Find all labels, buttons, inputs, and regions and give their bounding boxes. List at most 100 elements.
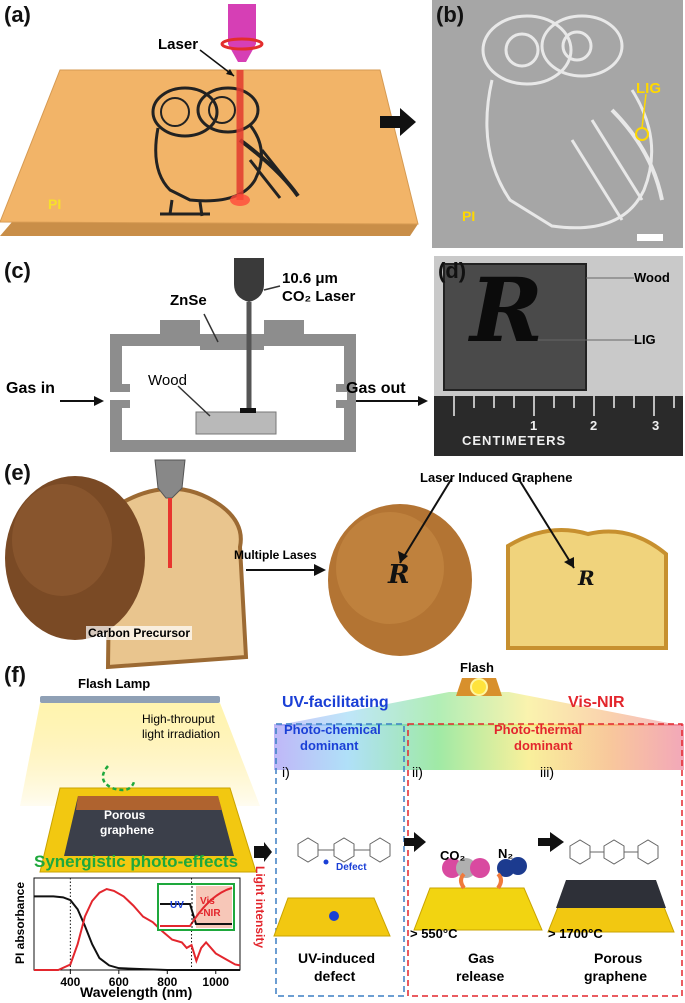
gas-release-film: [413, 887, 543, 931]
co2-label: CO₂: [440, 848, 466, 863]
bread-slice-left: [105, 486, 249, 670]
panel-b-label: (b): [436, 2, 465, 27]
x-tick-label-3: 1000: [202, 975, 229, 989]
laser-spec-line1: 10.6 μm: [282, 270, 338, 287]
inset: [157, 883, 235, 931]
gas-out-label: Gas out: [346, 380, 406, 397]
step-iii-numeral: iii): [540, 764, 554, 780]
step-i-numeral: i): [282, 764, 290, 780]
caption-iii-line2: graphene: [584, 968, 648, 984]
panel-c-chamber-diagram: [60, 258, 428, 452]
multiple-lases-arrow-icon: [246, 564, 326, 576]
arrow-a-to-b-icon: [380, 108, 416, 136]
panel-e-label: (e): [4, 460, 31, 485]
panel-f-right-diagram: [273, 678, 684, 997]
wood-label-c: Wood: [148, 372, 187, 389]
panel-a-label: (a): [4, 2, 31, 27]
owl-pattern: [151, 86, 300, 217]
caption-i-line2: defect: [314, 968, 356, 984]
photothermal-line2: dominant: [514, 738, 573, 753]
caption-i-line1: UV-induced: [298, 950, 376, 966]
wood-label-d: Wood: [634, 270, 670, 285]
laser-label: Laser: [158, 36, 199, 53]
photothermal-line1: Photo-thermal: [494, 722, 583, 737]
lig-label-d: LIG: [634, 332, 656, 347]
ruler-number-2: 2: [590, 418, 598, 433]
series-line-1: [34, 887, 241, 971]
laser-body: [234, 258, 264, 302]
molecule-right: [569, 839, 659, 865]
caption-iii-line1: Porous: [594, 950, 643, 966]
gas-out-arrow-icon: [356, 396, 428, 406]
y-axis-title-left: PI absorbance: [13, 881, 27, 965]
flash-label: Flash: [460, 660, 494, 675]
pi-label-b: PI: [462, 208, 476, 224]
x-tick-label-2: 800: [157, 975, 177, 989]
ruler-number-1: 1: [530, 418, 538, 433]
lig-marker-icon: [635, 93, 649, 141]
bread-slice-right: [506, 528, 668, 650]
defect-mark-label: Defect: [336, 862, 367, 873]
arrow-to-process-icon: [254, 842, 272, 862]
laser-ring: [220, 37, 264, 51]
inset-uv-label: UV: [170, 900, 184, 911]
pi-substrate: [0, 69, 419, 225]
znse-label: ZnSe: [170, 292, 207, 309]
wood-sample: [195, 411, 277, 435]
flash-bulb-icon: [470, 678, 488, 696]
molecule-left: [297, 837, 391, 863]
inset-vis-label-line1: Vis: [200, 896, 215, 907]
x-tick-label-1: 600: [109, 975, 129, 989]
series-line-0: [34, 895, 240, 971]
gas-in-label: Gas in: [6, 380, 55, 397]
multiple-lases-label: Multiple Lases: [234, 548, 317, 562]
gas-in-arrow-icon: [60, 396, 104, 406]
flash-lamp-bar: [40, 696, 220, 703]
x-axis-title: Wavelength (nm): [80, 984, 193, 1000]
porous-graphene-film: [64, 796, 234, 856]
flash-lamp-label: Flash Lamp: [78, 676, 151, 691]
porous-graphene-line1: Porous: [104, 808, 146, 822]
caption-ii-line2: release: [456, 968, 505, 984]
n2-label: N₂: [498, 846, 514, 861]
emblem-letter-d: R: [470, 258, 544, 362]
emblem-letter-coconut: R: [388, 560, 410, 590]
lig-product-label: Laser Induced Graphene: [420, 470, 573, 485]
temp-iii-label: > 1700°C: [548, 926, 603, 941]
panel-f-label: (f): [4, 662, 26, 687]
pi-label-a: PI: [48, 196, 62, 212]
scale-bar: [637, 234, 663, 241]
x-tick-label-0: 400: [60, 975, 80, 989]
inset-vis-label-line2: -NIR: [200, 908, 221, 919]
panel-d-photo: [434, 256, 683, 456]
porous-graphene-line2: graphene: [100, 823, 155, 837]
uv-facilitating-label: UV-facilitating: [282, 694, 389, 711]
step-ii-numeral: ii): [412, 764, 423, 780]
laser-head: [228, 4, 256, 62]
panel-c-label: (c): [4, 258, 31, 283]
ruler-label: CENTIMETERS: [462, 433, 567, 448]
vis-nir-box: [407, 723, 683, 997]
laser-spot: [230, 194, 250, 206]
vis-nir-label: Vis-NIR: [568, 694, 625, 711]
lig-label-b: LIG: [636, 80, 661, 97]
absorbance-chart: 400 600 800 1000: [33, 877, 241, 989]
pi-substrate-side: [0, 222, 418, 236]
photochemical-line1: Photo-chemical: [284, 722, 381, 737]
ruler-number-3: 3: [652, 418, 660, 433]
panel-d-label: (d): [438, 258, 467, 283]
laser-spec-line2: CO₂ Laser: [282, 288, 356, 305]
irradiation-line2: light irradiation: [142, 727, 221, 741]
emblem-letter-bread: R: [578, 566, 595, 590]
synergy-label: Synergistic photo-effects: [34, 852, 239, 871]
caption-ii-line1: Gas: [468, 950, 495, 966]
irradiation-line1: High-throuput: [142, 712, 215, 726]
step-arrow-2-icon: [538, 832, 564, 852]
step-arrow-1-icon: [404, 832, 426, 852]
uv-box: [275, 723, 405, 997]
panel-e-illustration: [5, 459, 668, 670]
photochemical-line2: dominant: [300, 738, 359, 753]
temp-ii-label: > 550°C: [410, 926, 458, 941]
panel-b-micrograph: [432, 0, 683, 248]
carbon-precursor-label: Carbon Precursor: [86, 626, 193, 640]
